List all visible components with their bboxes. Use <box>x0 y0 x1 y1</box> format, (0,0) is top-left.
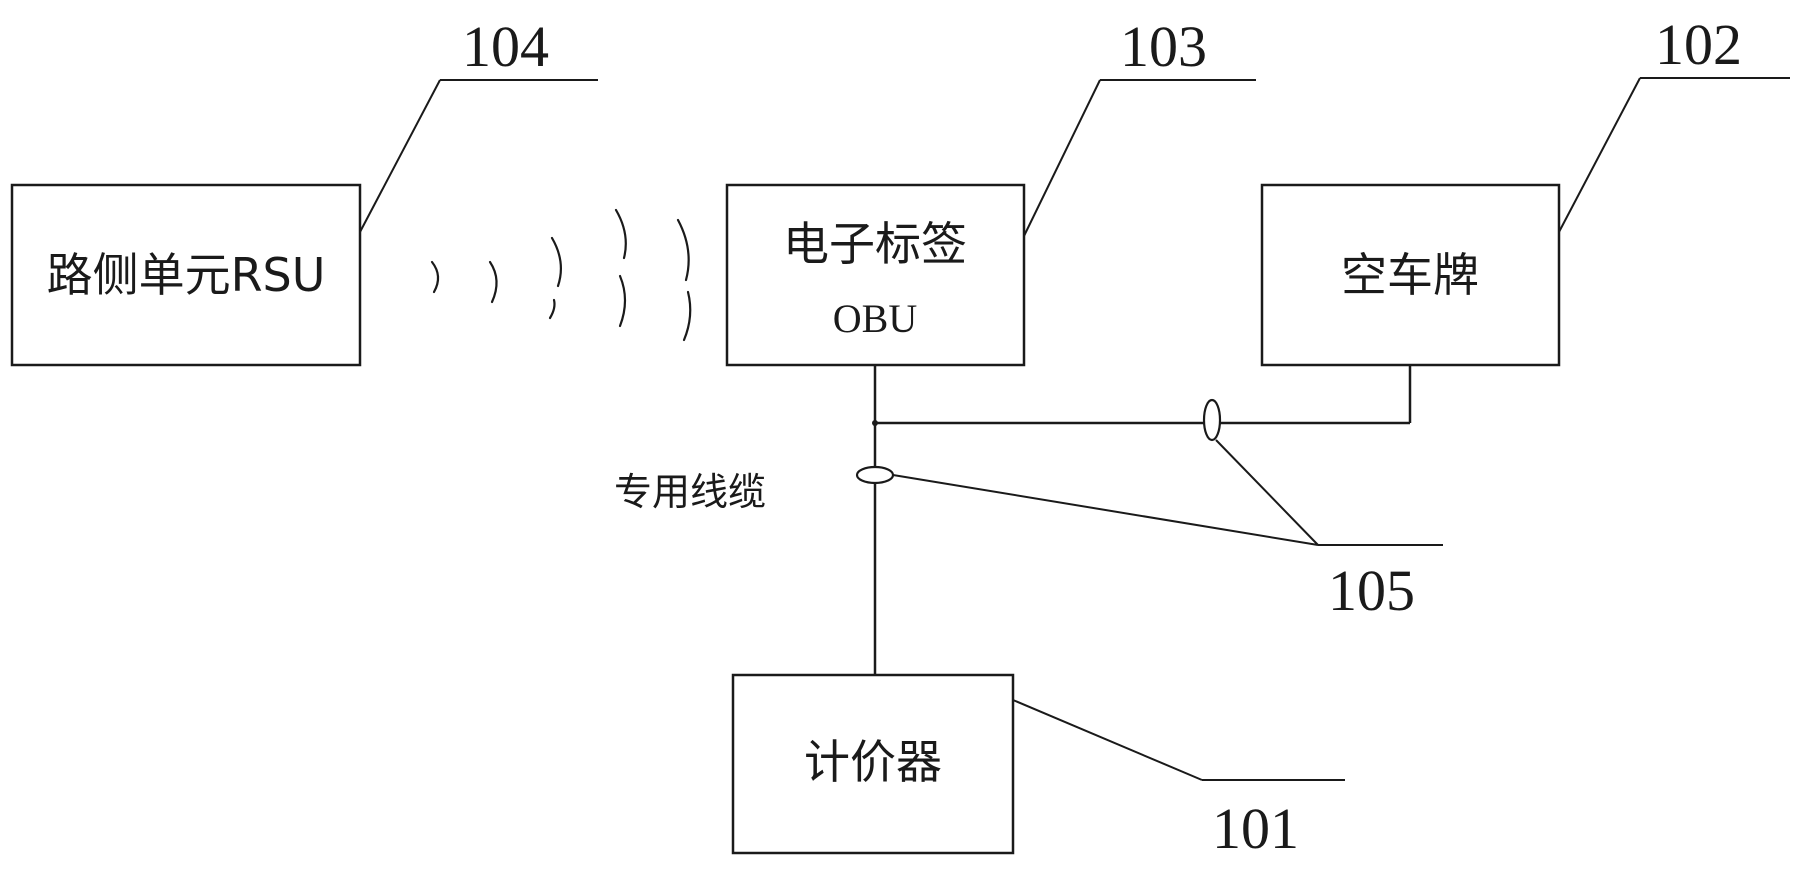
cable-marker-horizontal <box>1204 400 1220 440</box>
wave-arc-4b <box>620 276 625 326</box>
vacant-sign-block: 空车牌 <box>1262 185 1559 365</box>
cable-marker-vertical <box>857 467 893 483</box>
taximeter-ref-number: 101 <box>1212 796 1299 861</box>
dedicated-cable-wiring <box>857 365 1410 675</box>
wave-arc-2 <box>490 262 497 302</box>
taximeter-label: 计价器 <box>804 735 942 789</box>
vacant-sign-leader-line <box>1559 78 1640 232</box>
obu-label-line2: OBU <box>833 296 918 341</box>
obu-ref-number: 103 <box>1120 14 1207 79</box>
obu-leader-line <box>1024 80 1100 236</box>
obu-label-line1: 电子标签 <box>783 217 967 271</box>
rsu-block: 路侧单元RSU <box>12 185 360 365</box>
wave-arc-3a <box>552 238 561 286</box>
cable-junction-dot <box>872 420 878 426</box>
taximeter-block: 计价器 <box>733 675 1013 853</box>
wave-arc-5b <box>684 292 690 340</box>
cable-ref-number: 105 <box>1328 558 1415 623</box>
wave-arc-3b <box>550 300 555 318</box>
rsu-ref-number: 104 <box>462 14 549 79</box>
rsu-label: 路侧单元RSU <box>47 248 326 302</box>
obu-block: 电子标签 OBU <box>727 185 1024 365</box>
wave-arc-1 <box>432 262 438 292</box>
cable-leader-line-2 <box>1216 440 1318 545</box>
rsu-leader-line <box>360 80 440 232</box>
wave-arc-5a <box>678 220 689 280</box>
cable-leader-line-1 <box>893 475 1318 545</box>
taximeter-leader-line <box>1013 700 1202 780</box>
vacant-sign-label: 空车牌 <box>1341 248 1479 302</box>
wave-arc-4a <box>616 210 626 258</box>
wireless-signal-waves <box>432 210 690 340</box>
vacant-sign-ref-number: 102 <box>1655 12 1742 77</box>
cable-label: 专用线缆 <box>614 470 766 514</box>
